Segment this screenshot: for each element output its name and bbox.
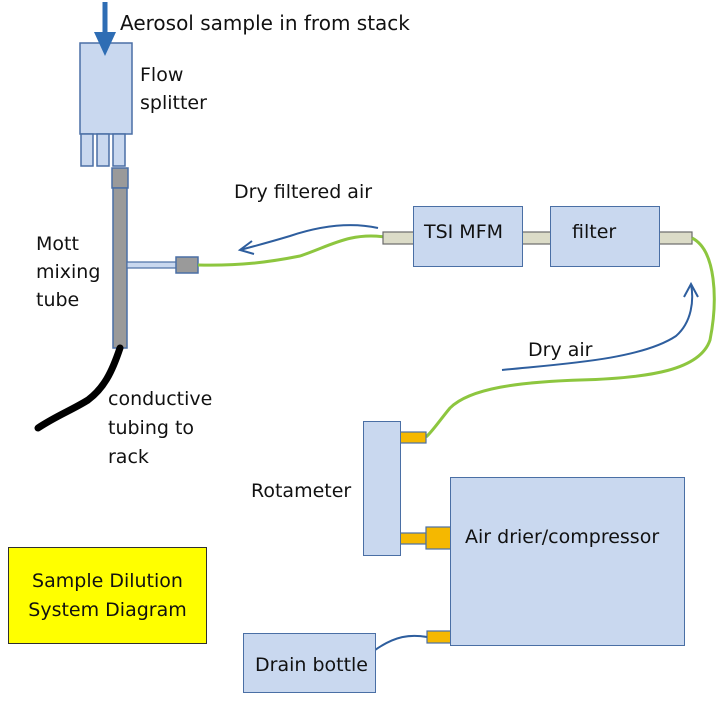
conductive-label-3: rack	[108, 446, 149, 468]
mott-label-3: tube	[36, 289, 80, 311]
drain-line	[374, 634, 428, 651]
filter-box: filter	[550, 206, 660, 267]
rotameter-label: Rotameter	[251, 480, 352, 502]
dry-air-tube	[424, 236, 716, 439]
rotameter-box	[363, 421, 401, 556]
dry-filtered-air-label: Dry filtered air	[234, 181, 373, 203]
mott-tube-cap	[111, 167, 129, 189]
drain-fitting	[426, 630, 452, 644]
aerosol-inlet-arrow-head	[94, 32, 116, 56]
tsi-mfm-label: TSI MFM	[424, 221, 504, 243]
mott-label-2: mixing	[36, 261, 101, 283]
drain-bottle-box: Drain bottle	[243, 633, 376, 693]
diagram-title-line-1: Sample Dilution	[32, 569, 183, 592]
mott-label-1: Mott	[36, 233, 79, 255]
flow-splitter-label-1: Flow	[140, 64, 184, 86]
air-drier-box: Air drier/compressor	[450, 477, 685, 646]
splitter-outlet-3	[112, 133, 126, 167]
air-drier-label: Air drier/compressor	[465, 526, 660, 548]
side-inlet-fitting	[175, 256, 199, 274]
dry-filtered-air-arrowhead	[237, 240, 255, 255]
flow-splitter	[79, 42, 133, 135]
mfm-filter-fitting	[521, 231, 552, 245]
conductive-tubing	[34, 344, 124, 432]
rotameter-top-fitting	[399, 431, 427, 444]
tsi-mfm-box: TSI MFM	[413, 206, 523, 267]
conductive-label-2: tubing to	[108, 417, 195, 439]
aerosol-in-label: Aerosol sample in from stack	[120, 11, 410, 35]
flow-splitter-label-2: splitter	[140, 92, 207, 114]
splitter-outlet-2	[96, 133, 110, 167]
splitter-outlet-1	[80, 133, 94, 167]
compressor-outlet-fitting	[425, 526, 452, 550]
rotameter-bottom-fitting	[399, 532, 427, 545]
filter-outlet-fitting	[658, 231, 693, 245]
diagram-title-line-2: System Diagram	[28, 598, 187, 621]
side-inlet-port	[126, 261, 178, 269]
conductive-label-1: conductive	[108, 388, 213, 410]
diagram-title-box: Sample Dilution System Diagram	[8, 547, 207, 644]
dry-air-arrowhead	[683, 281, 699, 298]
drain-bottle-label: Drain bottle	[255, 654, 368, 676]
dry-filtered-air-tube	[197, 234, 386, 267]
dry-air-label: Dry air	[528, 339, 593, 361]
dry-air-arrow	[501, 283, 694, 371]
mfm-inlet-fitting	[382, 231, 415, 245]
mott-mixing-tube	[112, 187, 128, 349]
dry-filtered-air-arrow	[239, 224, 379, 251]
filter-label: filter	[572, 221, 617, 243]
